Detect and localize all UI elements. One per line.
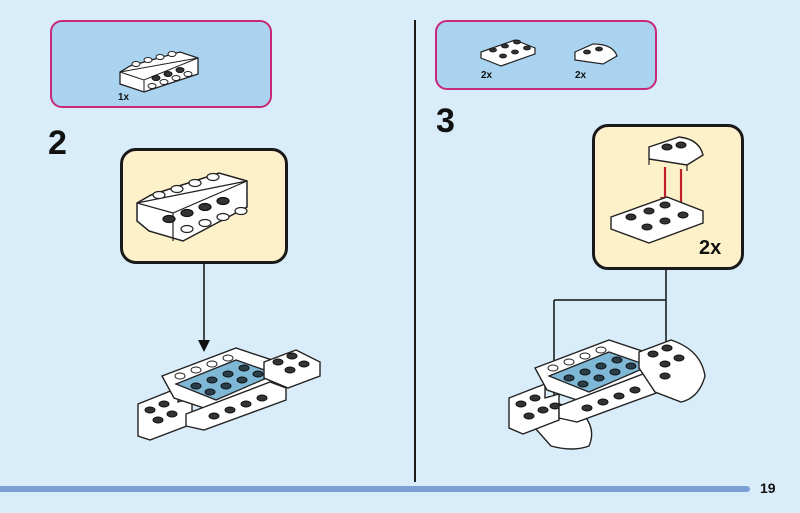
page-divider xyxy=(414,20,416,482)
plate-2x3-part-image xyxy=(480,39,536,67)
page-number: 19 xyxy=(760,480,776,496)
placement-arrow-step-2 xyxy=(198,264,210,352)
inverted-slope-brick-part-image xyxy=(119,51,199,93)
subassembly-callout-step-2 xyxy=(120,148,288,264)
parts-callout-step-2: 1x xyxy=(50,20,272,108)
round-corner-plate-part-image xyxy=(574,43,618,65)
part-quantity: 2x xyxy=(481,70,493,81)
model-assembly-step-2 xyxy=(137,347,321,441)
subassembly-image xyxy=(610,136,704,244)
subassembly-callout-step-3: 2x xyxy=(592,124,744,270)
inverted-slope-brick-detail-image xyxy=(136,172,248,242)
step-number-3: 3 xyxy=(436,102,455,140)
parts-callout-step-3: 2x 2x xyxy=(435,20,657,90)
footer-bar xyxy=(0,486,750,492)
subassembly-quantity: 2x xyxy=(699,237,722,259)
step-number-2: 2 xyxy=(48,124,67,162)
part-quantity: 2x xyxy=(575,70,587,81)
model-assembly-step-3 xyxy=(508,339,706,450)
part-quantity: 1x xyxy=(118,92,130,103)
